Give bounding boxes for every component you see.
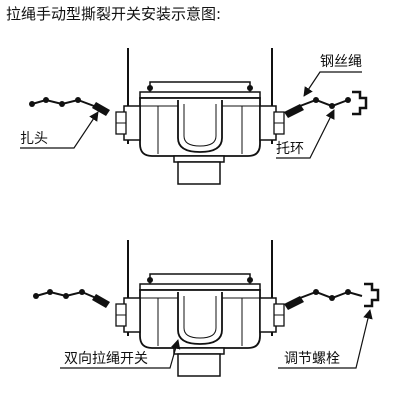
callout-knot: 扎头 — [20, 111, 99, 149]
bottom-right-wire-rope — [284, 282, 380, 310]
callout-wire-rope: 钢丝绳 — [303, 54, 362, 97]
bottom-left-wire-rope — [33, 289, 110, 308]
callout-support-ring: 托环 — [276, 109, 335, 159]
callout-adjusting-bolt-label: 调节螺栓 — [284, 351, 340, 367]
page-title: 拉绳手动型撕裂开关安装示意图: — [6, 5, 222, 23]
callout-adjusting-bolt: 调节螺栓 — [278, 309, 373, 369]
callout-dual-pull-switch-label: 双向拉绳开关 — [64, 351, 148, 367]
top-left-wire-rope — [29, 97, 110, 116]
callout-dual-pull-switch: 双向拉绳开关 — [60, 339, 181, 369]
top-switch-assembly — [115, 47, 285, 185]
callout-wire-rope-label: 钢丝绳 — [320, 54, 362, 70]
top-right-wire-rope — [284, 90, 368, 118]
callout-support-ring-label: 托环 — [276, 141, 304, 157]
callout-knot-label: 扎头 — [20, 131, 48, 147]
